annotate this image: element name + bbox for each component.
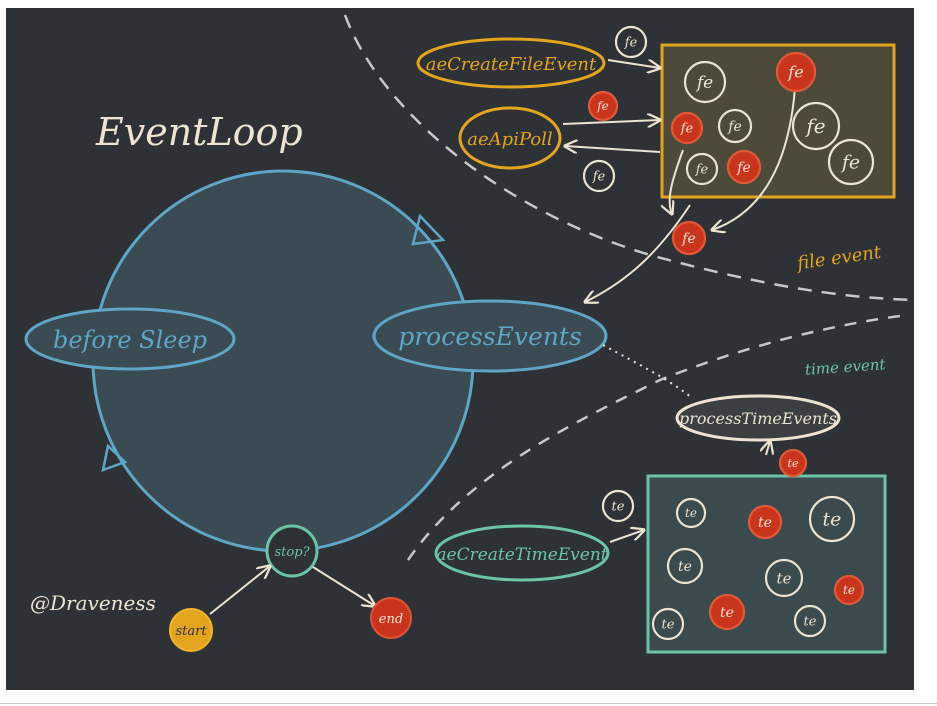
fe-token-label: fe [804, 114, 825, 138]
create-file-to-box-arrow [607, 59, 660, 68]
fe-token: fe [671, 220, 707, 256]
fe-token-label: fe [727, 119, 741, 135]
time-event-label: time event [804, 355, 887, 379]
stop-node[interactable]: stop? [265, 524, 319, 578]
fe-token-label: fe [681, 231, 695, 247]
te-token: te [793, 604, 827, 638]
fe-token: fe [683, 60, 727, 104]
stop-label: stop? [274, 545, 310, 560]
te-token-label: te [612, 500, 625, 515]
te-token-label: te [777, 569, 792, 587]
create-time-to-box-arrow [609, 530, 644, 543]
fe-token-label: fe [840, 152, 860, 174]
fe-token: fe [670, 111, 704, 145]
ae-api-poll-node[interactable]: aeApiPoll [458, 106, 562, 170]
te-token-label: te [662, 618, 675, 633]
ae-api-poll-label: aeApiPoll [467, 129, 553, 150]
fired-to-queue-arrow-b [712, 87, 796, 230]
poll-to-box-arrow [562, 120, 660, 124]
fired-to-queue-arrow-a [670, 149, 684, 214]
fe-token: fe [791, 101, 841, 151]
fe-token: fe [685, 152, 719, 186]
before-sleep-label: before Sleep [53, 326, 207, 354]
te-token: te [651, 607, 685, 641]
te-to-process-time-arrow [766, 441, 770, 456]
te-token-label: te [758, 515, 772, 531]
fe-token: fe [717, 108, 753, 144]
start-node[interactable]: start [169, 608, 213, 652]
box-to-poll-arrow [565, 146, 661, 152]
fe-token-label: fe [624, 36, 638, 51]
fe-token: fe [587, 90, 619, 122]
ae-create-time-event-node[interactable]: aeCreateTimeEvent [434, 524, 610, 582]
process-events-to-time-dotted [602, 344, 693, 399]
te-token: te [778, 448, 808, 478]
te-token: te [675, 497, 707, 529]
fe-token: fe [775, 51, 817, 93]
fe-token: fe [582, 159, 616, 193]
te-token-label: te [843, 583, 855, 597]
fe-token-label: fe [680, 122, 694, 137]
process-time-events-node[interactable]: processTimeEvents [675, 394, 841, 442]
te-token: te [666, 547, 704, 585]
te-token-label: te [678, 559, 692, 575]
te-token-label: te [685, 506, 697, 520]
file-event-label: file event [794, 242, 883, 275]
ae-create-file-event-node[interactable]: aeCreateFileEvent [416, 37, 606, 89]
fe-token-label: fe [695, 73, 713, 93]
te-token: te [808, 495, 856, 543]
time-event-divider [406, 313, 909, 561]
ae-create-file-event-label: aeCreateFileEvent [426, 54, 597, 75]
te-token-label: te [720, 605, 734, 621]
te-token-label: te [804, 615, 817, 630]
loop-direction-arrow-top [411, 213, 446, 246]
fe-token: fe [827, 138, 875, 186]
start-label: start [175, 624, 207, 639]
fe-token: fe [614, 25, 648, 59]
end-label: end [379, 612, 403, 627]
queue-to-process-events-arrow [585, 204, 691, 302]
fe-token-label: fe [787, 63, 803, 82]
fe-token: fe [726, 149, 762, 185]
stop-to-end-arrow [312, 566, 375, 606]
diagram-title: EventLoop [95, 110, 303, 154]
process-events-label: processEvents [398, 322, 582, 351]
fe-token-label: fe [736, 160, 750, 176]
process-events-node[interactable]: processEvents [372, 299, 608, 373]
te-token-label: te [788, 457, 799, 470]
process-time-events-label: processTimeEvents [679, 409, 837, 428]
fe-token-label: fe [596, 99, 609, 113]
loop-direction-arrow-left [101, 443, 128, 472]
file-event-divider [343, 14, 915, 302]
author-credit: @Draveness [30, 591, 156, 615]
fe-token-label: fe [695, 163, 709, 178]
te-token-label: te [823, 509, 842, 531]
te-token: te [833, 574, 865, 606]
end-node[interactable]: end [370, 597, 412, 639]
te-token: te [601, 489, 635, 523]
te-token: te [764, 558, 804, 598]
ae-create-time-event-label: aeCreateTimeEvent [436, 545, 607, 565]
te-token: te [747, 504, 783, 540]
page-divider-line [0, 703, 937, 704]
fe-token-label: fe [592, 170, 606, 185]
before-sleep-node[interactable]: before Sleep [24, 307, 236, 371]
start-to-stop-arrow [209, 566, 270, 615]
te-token: te [708, 593, 746, 631]
